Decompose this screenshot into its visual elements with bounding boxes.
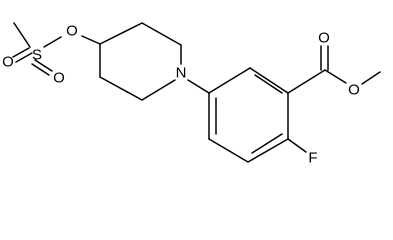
bond-benzene-c1-c2 (208, 67, 251, 94)
bond-ring-c6-c5 (99, 76, 143, 101)
atom-oxygen-sulfonyl-upper-label: O (2, 54, 14, 71)
bond-sulfur-oxygen-lower-b (31, 63, 50, 76)
atom-sulfur-label: S (32, 47, 42, 64)
bond-sulfur-oxygen-upper-a (12, 47, 30, 58)
atom-nitrogen-label: N (176, 65, 187, 82)
chemical-structure: S O O O N O O F (2, 22, 381, 167)
bond-ester-oxygen-methyl (361, 71, 381, 85)
bond-benzene-c2-c3 (249, 67, 289, 94)
atom-oxygen-ester-methyl-label: O (348, 82, 360, 99)
bond-benzene-inner-b (254, 74, 283, 94)
atom-oxygen-carbonyl-label: O (318, 30, 330, 47)
bond-oxygen-piperidine (81, 35, 101, 45)
bond-sulfur-oxygen-upper-b (15, 52, 33, 63)
bond-carbonyl-ester-oxygen (324, 69, 347, 84)
bond-ring-c4-c3 (99, 22, 143, 45)
bond-sulfur-oxygen-lower-a (34, 59, 53, 72)
bond-benzene-c4-c5 (247, 138, 289, 163)
bond-ring-c3-c2 (141, 22, 182, 46)
atom-oxygen-sulfonyl-lower-label: O (53, 70, 65, 87)
bond-methyl-sulfur (13, 22, 31, 48)
bond-aryl-fluorine (287, 138, 307, 153)
bond-sulfur-ester-oxygen (43, 36, 62, 48)
bond-aryl-carbonyl (287, 69, 326, 94)
bond-ring-n-c6 (141, 79, 176, 101)
atom-oxygen-ester-mesylate-label: O (66, 23, 78, 40)
bond-nitrogen-aryl (187, 79, 210, 94)
atom-fluorine-label: F (308, 150, 317, 167)
bond-benzene-inner-c (251, 133, 283, 154)
bond-benzene-c5-c6 (208, 138, 249, 163)
